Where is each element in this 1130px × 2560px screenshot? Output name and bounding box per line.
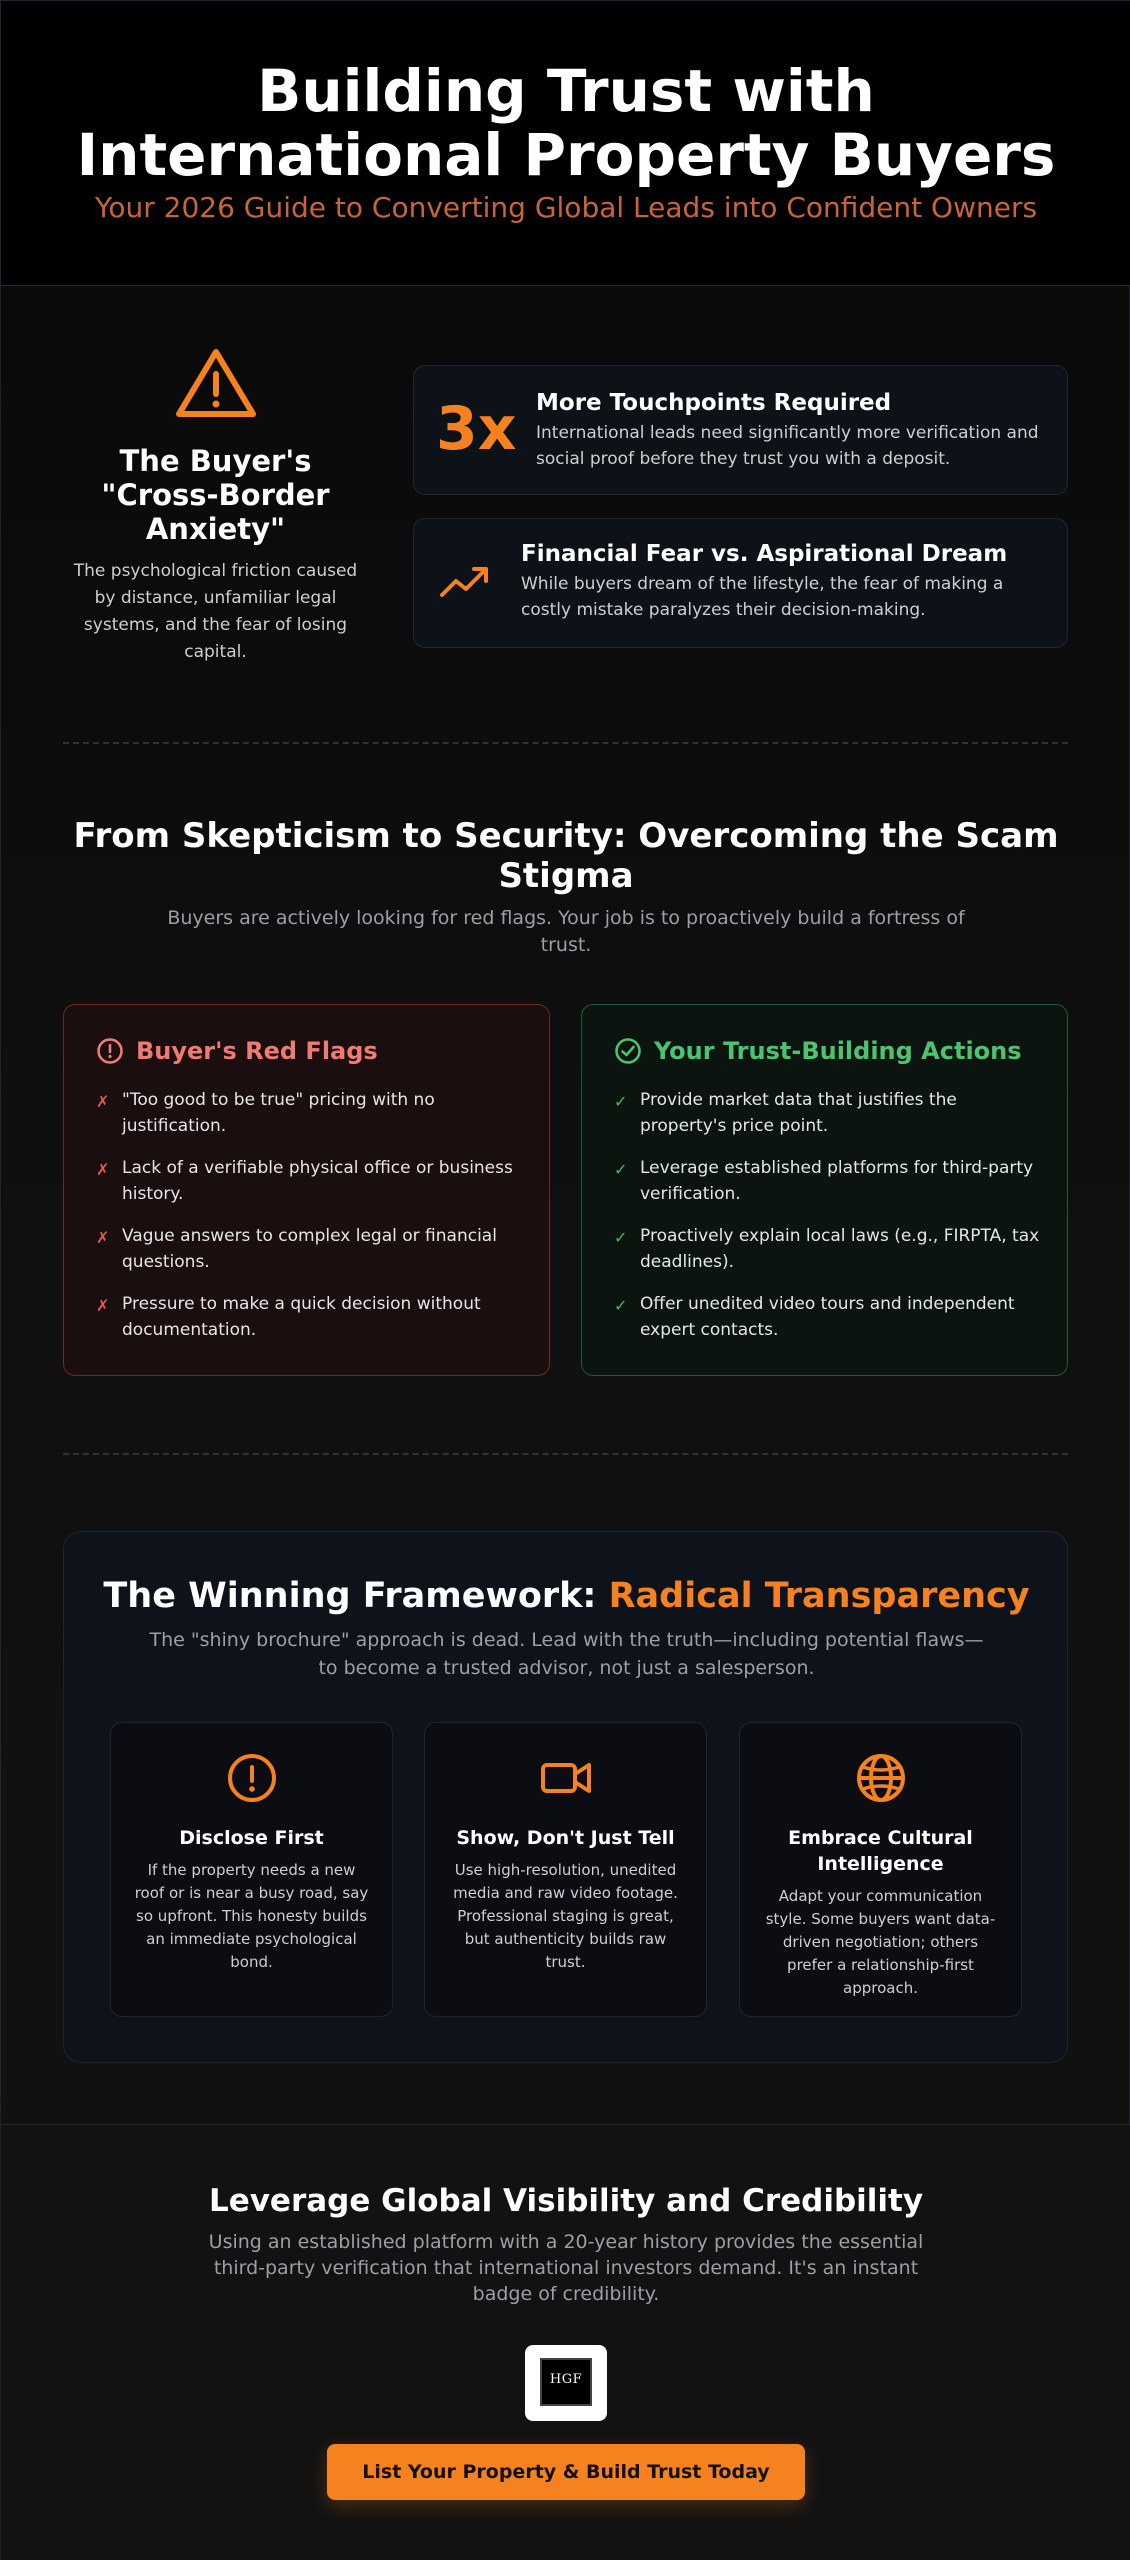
touchpoints-title: More Touchpoints Required	[536, 390, 892, 416]
section-divider	[63, 742, 1068, 744]
cross-icon: ✗	[96, 1228, 110, 1247]
list-item: ✗ Lack of a verifiable physical office or…	[96, 1155, 526, 1207]
cross-icon: ✗	[96, 1296, 110, 1315]
list-item: ✓ Proactively explain local laws (e.g., F…	[614, 1223, 1044, 1275]
cross-icon: ✗	[96, 1160, 110, 1179]
logo-text: HGF	[549, 2372, 583, 2387]
red-flag-text: "Too good to be true" pricing with no ju…	[122, 1090, 435, 1136]
action-text: Leverage established platforms for third…	[640, 1158, 1034, 1204]
red-flag-text: Vague answers to complex legal or financ…	[122, 1226, 497, 1272]
pillar-title: Embrace Cultural Intelligence	[788, 1827, 973, 1875]
cta-subtitle: Using an established platform with a 20-…	[208, 2231, 924, 2305]
section-divider	[63, 1453, 1068, 1455]
list-item: ✗ Vague answers to complex legal or finan…	[96, 1223, 526, 1275]
financial-fear-description: While buyers dream of the lifestyle, the…	[521, 574, 1004, 620]
scam-subtitle: Buyers are actively looking for red flag…	[167, 907, 965, 956]
scam-title: From Skepticism to Security: Overcoming …	[73, 816, 1059, 896]
list-item: ✓ Offer unedited video tours and independ…	[614, 1291, 1044, 1343]
trust-actions-title: Your Trust-Building Actions	[654, 1037, 1022, 1065]
action-text: Proactively explain local laws (e.g., FI…	[640, 1226, 1040, 1272]
logo-mark: HGF	[540, 2358, 592, 2406]
page-subtitle: Your 2026 Guide to Converting Global Lea…	[94, 191, 1038, 224]
globe-icon	[856, 1754, 905, 1802]
financial-fear-title: Financial Fear vs. Aspirational Dream	[521, 541, 1008, 567]
action-text: Offer unedited video tours and independe…	[640, 1294, 1015, 1340]
list-item: ✗ "Too good to be true" pricing with no j…	[96, 1087, 526, 1139]
framework-section: The Winning Framework: Radical Transpare…	[63, 1531, 1068, 2063]
platform-logo: HGF	[525, 2345, 607, 2421]
pillar-description: Use high-resolution, unedited media and …	[453, 1861, 678, 1971]
framework-title-prefix: The Winning Framework:	[103, 1576, 609, 1616]
trending-up-icon	[440, 567, 488, 597]
alert-circle-icon	[227, 1754, 276, 1802]
anxiety-summary: The Buyer's "Cross-Border Anxiety" The p…	[63, 346, 368, 666]
framework-subtitle: The "shiny brochure" approach is dead. L…	[149, 1629, 984, 1679]
list-item: ✓ Leverage established platforms for thir…	[614, 1155, 1044, 1207]
framework-title: The Winning Framework: Radical Transpare…	[64, 1574, 1069, 1618]
cta-title: Leverage Global Visibility and Credibili…	[208, 2183, 924, 2219]
pillar-disclose-first: Disclose First If the property needs a n…	[110, 1722, 393, 2017]
red-flags-list: ✗ "Too good to be true" pricing with no j…	[96, 1087, 526, 1359]
touchpoints-description: International leads need significantly m…	[536, 423, 1039, 469]
pillar-description: If the property needs a new roof or is n…	[134, 1861, 369, 1971]
red-flags-box: Buyer's Red Flags ✗ "Too good to be true"…	[63, 1004, 550, 1376]
cross-icon: ✗	[96, 1092, 110, 1111]
cta-section: Leverage Global Visibility and Credibili…	[1, 2124, 1130, 2560]
list-item: ✗ Pressure to make a quick decision witho…	[96, 1291, 526, 1343]
red-flag-text: Lack of a verifiable physical office or …	[122, 1158, 513, 1204]
page-header: Building Trust with International Proper…	[1, 1, 1130, 286]
red-flags-title: Buyer's Red Flags	[136, 1037, 378, 1065]
check-icon: ✓	[614, 1296, 628, 1315]
anxiety-title: The Buyer's "Cross-Border Anxiety"	[101, 444, 330, 546]
video-camera-icon	[540, 1763, 591, 1793]
warning-triangle-icon	[175, 349, 256, 417]
financial-fear-card: Financial Fear vs. Aspirational Dream Wh…	[413, 518, 1068, 648]
list-property-button[interactable]: List Your Property & Build Trust Today	[327, 2444, 805, 2500]
action-text: Provide market data that justifies the p…	[640, 1090, 957, 1136]
anxiety-description: The psychological friction caused by dis…	[73, 561, 358, 662]
touchpoints-stat: 3x	[436, 394, 517, 464]
trust-actions-box: Your Trust-Building Actions ✓ Provide mar…	[581, 1004, 1068, 1376]
check-circle-icon	[615, 1038, 641, 1064]
check-icon: ✓	[614, 1228, 628, 1247]
check-icon: ✓	[614, 1092, 628, 1111]
alert-circle-icon	[97, 1038, 123, 1064]
red-flag-text: Pressure to make a quick decision withou…	[122, 1294, 481, 1340]
pillar-title: Show, Don't Just Tell	[456, 1827, 675, 1849]
pillar-cultural-intelligence: Embrace Cultural Intelligence Adapt your…	[739, 1722, 1022, 2017]
trust-actions-list: ✓ Provide market data that justifies the …	[614, 1087, 1044, 1359]
pillar-description: Adapt your communication style. Some buy…	[765, 1887, 996, 1997]
framework-title-accent: Radical Transparency	[608, 1576, 1030, 1616]
pillar-title: Disclose First	[179, 1827, 324, 1849]
pillar-show-dont-tell: Show, Don't Just Tell Use high-resolutio…	[424, 1722, 707, 2017]
list-item: ✓ Provide market data that justifies the …	[614, 1087, 1044, 1139]
page-title: Building Trust with International Proper…	[76, 57, 1056, 189]
touchpoints-card: 3x More Touchpoints Required Internation…	[413, 365, 1068, 495]
check-icon: ✓	[614, 1160, 628, 1179]
